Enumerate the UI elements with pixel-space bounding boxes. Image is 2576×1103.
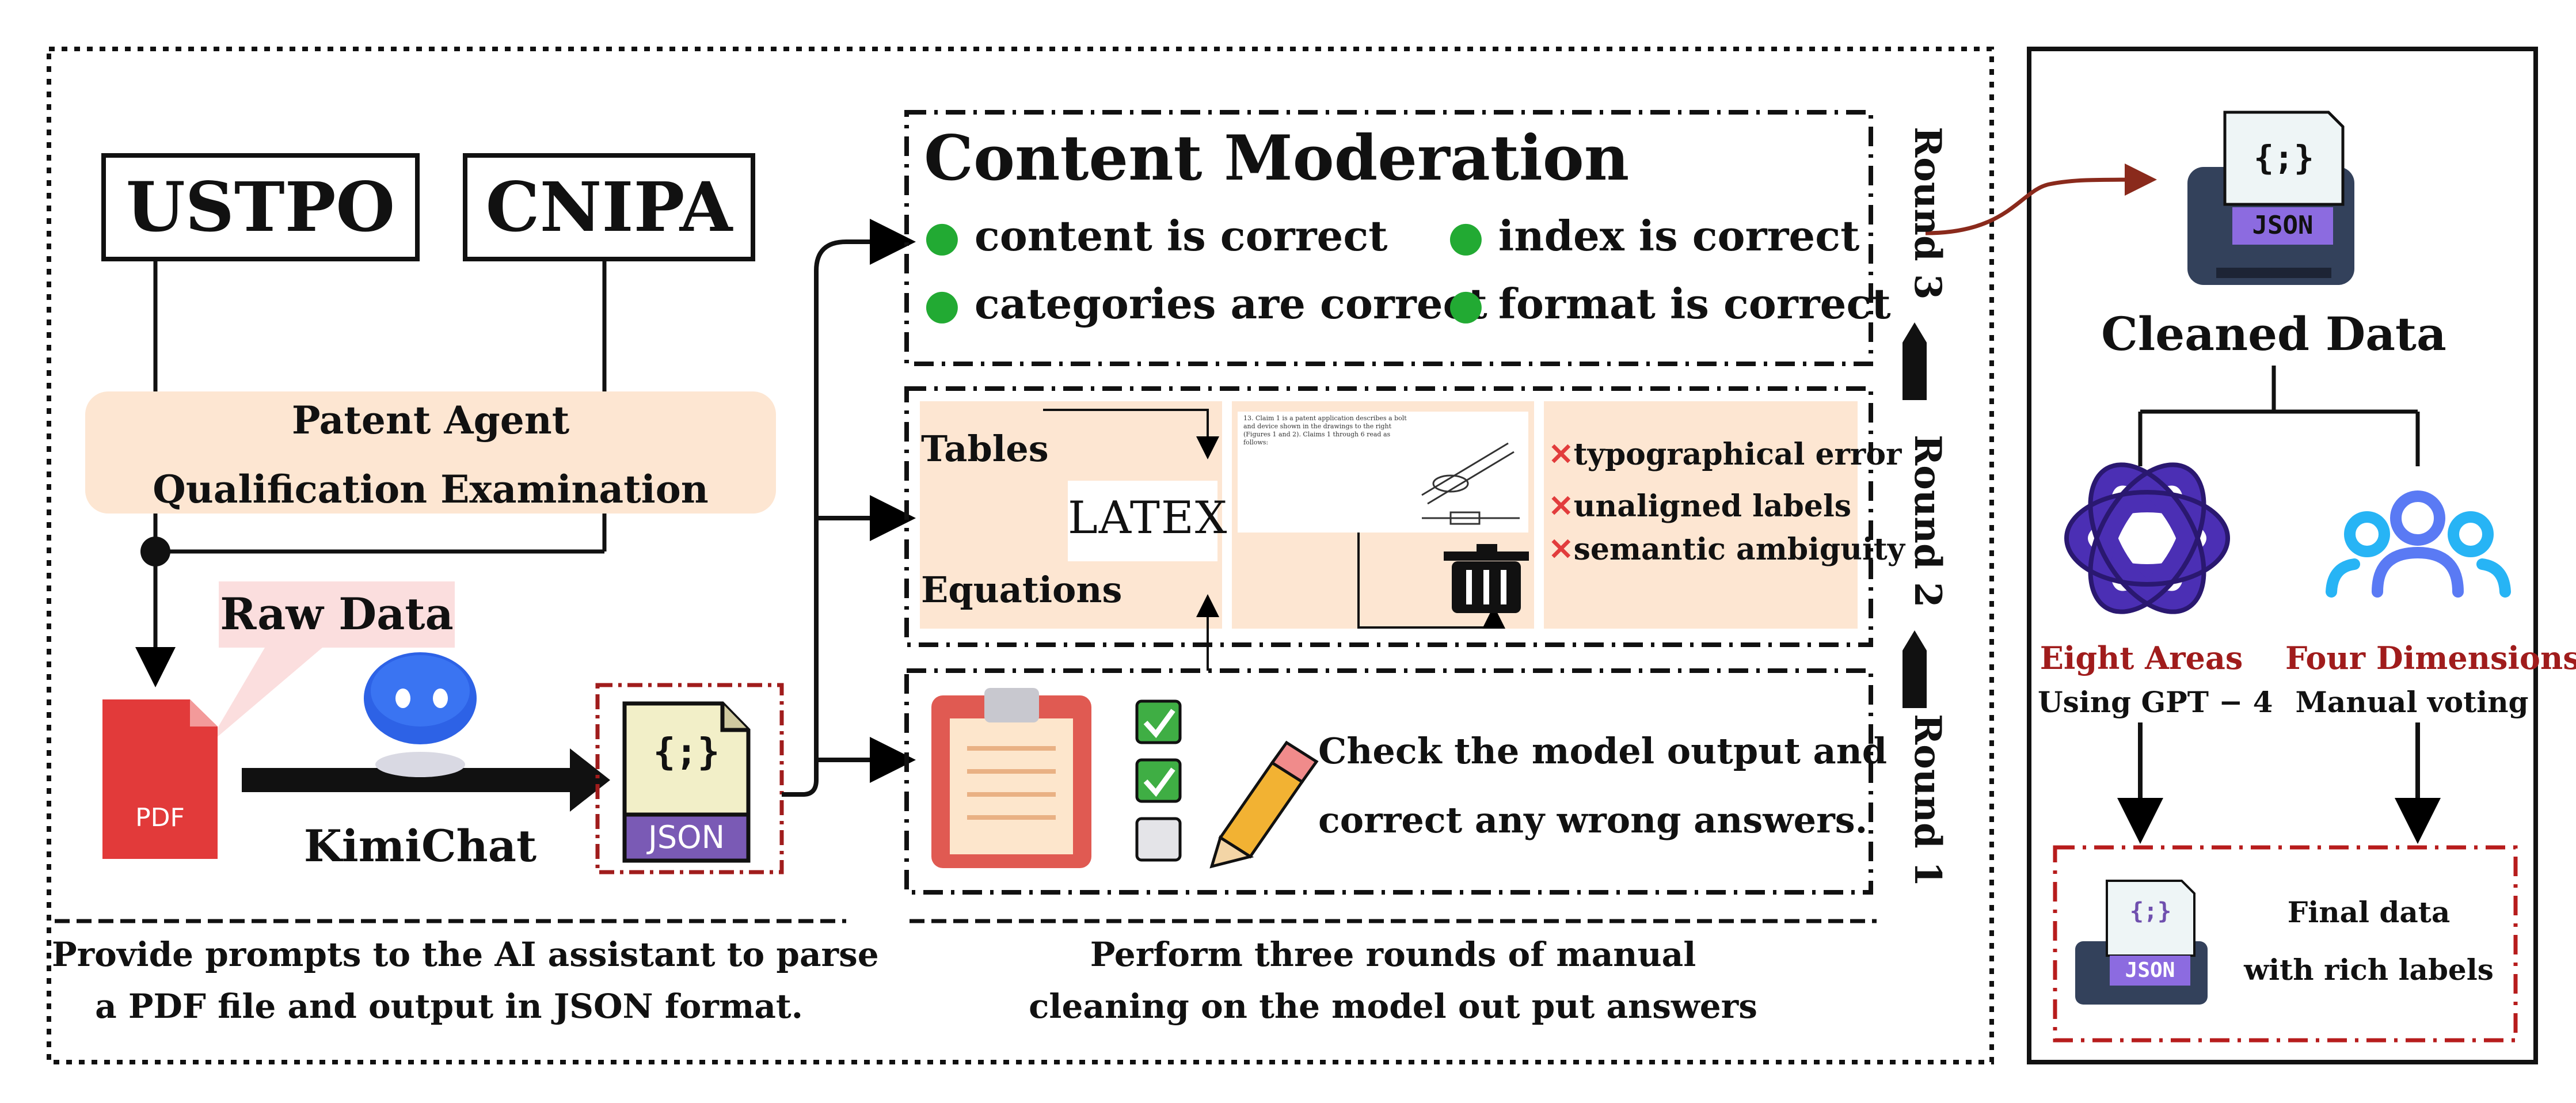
check-circle-icon: ● — [924, 279, 960, 328]
cross-icon: ✕ — [1548, 437, 1574, 472]
pdf-document — [102, 699, 218, 859]
equations-label: Equations — [921, 569, 1123, 611]
error-item-3: ✕semantic ambiguity — [1548, 532, 1905, 567]
latex-tile — [1068, 481, 1217, 561]
openai-icon — [2064, 462, 2230, 614]
cross-icon: ✕ — [1548, 489, 1574, 524]
final-json-label: JSON — [2125, 959, 2175, 982]
errors-panel — [1544, 401, 1858, 629]
check-text-line1: Check the model output and — [1318, 730, 1888, 772]
round1-label: Round 1 — [1906, 714, 1949, 887]
people-group-icon — [2326, 490, 2511, 598]
round2-box — [904, 386, 1873, 647]
round1-box — [904, 668, 1873, 895]
cnipa-label: CNIPA — [485, 167, 733, 247]
cleaned-json-glyph: {;} — [2254, 138, 2314, 177]
left-caption-line2: a PDF file and output in JSON format. — [95, 987, 803, 1026]
kimi-blob-icon — [364, 652, 477, 777]
middle-caption-line1: Perform three rounds of manual — [1090, 935, 1696, 974]
final-data-line2: with rich labels — [2244, 953, 2494, 987]
check-item-4: ● format is correct — [1448, 279, 1891, 328]
area1-label: Eight Areas — [2040, 640, 2243, 676]
json-file-icon — [622, 701, 751, 863]
pdf-label: PDF — [135, 803, 185, 832]
ustpo-box — [101, 153, 420, 261]
tables-label: Tables — [921, 428, 1049, 470]
checklist-icon — [1135, 699, 1182, 862]
right-panel-frame — [2027, 47, 2538, 1064]
area2-label: Four Dimensions — [2285, 640, 2576, 676]
middle-caption-line2: cleaning on the model out put answers — [1029, 987, 1757, 1026]
final-json-glyph: {;} — [2129, 898, 2172, 925]
latex-logo: LATEX — [1068, 492, 1228, 544]
check-circle-icon: ● — [1448, 211, 1484, 260]
trash-can-icon — [1444, 544, 1529, 613]
patent-exam-box — [85, 391, 776, 514]
exam-line2: Qualification Examination — [153, 467, 709, 512]
raw-data-label: Raw Data — [220, 588, 454, 640]
ustpo-label: USTPO — [125, 167, 395, 247]
patent-excerpt: 13. Claim 1 is a patent application desc… — [1243, 414, 1407, 446]
exam-line1: Patent Agent — [291, 398, 570, 443]
json-file-label: JSON — [648, 819, 725, 855]
check-item-2: ● index is correct — [1448, 211, 1860, 260]
round3-box — [904, 110, 1873, 366]
check-item-1: ● content is correct — [924, 211, 1388, 260]
check-circle-icon: ● — [924, 211, 960, 260]
final-json-icon — [2075, 880, 2208, 1005]
json-output-box — [595, 683, 784, 874]
kimichat-label: KimiChat — [303, 820, 537, 872]
moderation-title: Content Moderation — [924, 122, 1630, 195]
cleaned-json-label: JSON — [2252, 211, 2314, 240]
check-item-3: ● categories are correct — [924, 279, 1487, 328]
error-item-2: ✕unaligned labels — [1548, 489, 1852, 524]
outer-dotted-frame — [47, 47, 1994, 1064]
clipboard-icon — [931, 688, 1091, 868]
cross-icon: ✕ — [1548, 532, 1574, 567]
patent-figure-drawing — [1421, 442, 1520, 525]
json-file-glyph: {;} — [653, 731, 720, 774]
cnipa-box — [463, 153, 755, 261]
left-caption-line1: Provide prompts to the AI assistant to p… — [52, 935, 879, 974]
check-text-line2: correct any wrong answers. — [1318, 799, 1868, 841]
area1-sub: Using GPT − 4 — [2038, 685, 2273, 719]
raw-data-callout — [219, 581, 455, 648]
pencil-icon — [1209, 740, 1319, 869]
error-item-1: ✕typographical error — [1548, 437, 1902, 472]
round2-label: Round 2 — [1906, 435, 1949, 608]
cleaned-data-label: Cleaned Data — [2101, 307, 2446, 361]
cleaned-json-icon — [2187, 111, 2354, 285]
round3-label: Round 3 — [1906, 127, 1949, 300]
check-circle-icon: ● — [1448, 279, 1484, 328]
area2-sub: Manual voting — [2295, 685, 2529, 719]
final-data-box — [2053, 845, 2518, 1043]
final-data-line1: Final data — [2287, 895, 2451, 929]
